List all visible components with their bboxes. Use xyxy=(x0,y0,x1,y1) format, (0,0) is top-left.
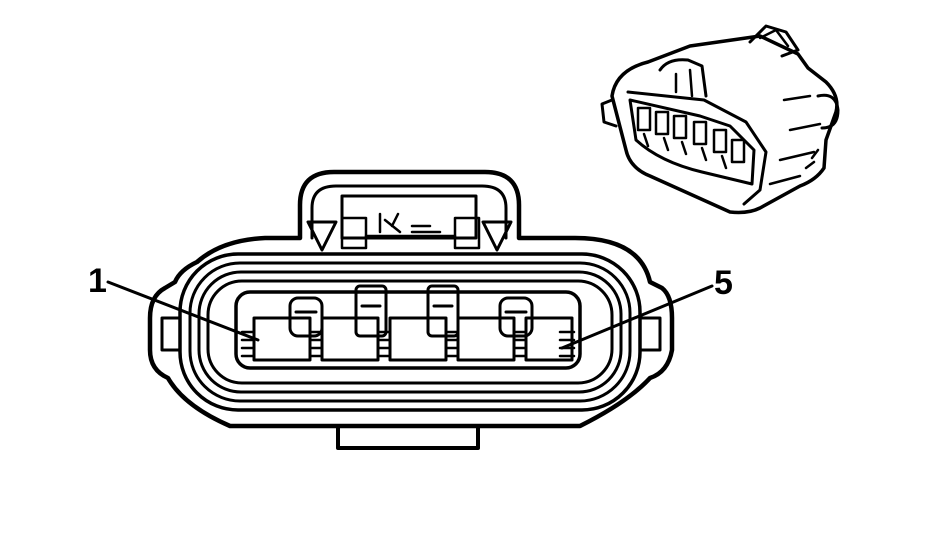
seal-ring-4 xyxy=(206,279,614,385)
iso-latch xyxy=(748,24,800,58)
slot-ribs xyxy=(240,330,576,358)
pin-1-label: 1 xyxy=(88,262,107,300)
terminal-cavity xyxy=(234,290,582,370)
connector-face xyxy=(147,169,675,450)
terminal-keys xyxy=(288,284,534,338)
connector-isometric-view xyxy=(600,24,840,215)
pin-1-leader-line xyxy=(106,280,260,342)
iso-terminal-cells xyxy=(636,106,746,170)
terminal-slot xyxy=(320,316,380,362)
latch-tab-left xyxy=(306,220,338,252)
terminal-slot xyxy=(252,316,312,362)
seal-ring-1 xyxy=(178,252,642,412)
seal-ring-3 xyxy=(197,270,623,394)
iso-side-boss xyxy=(816,93,840,130)
seal-ring-2 xyxy=(188,261,632,403)
ear-left xyxy=(160,316,182,352)
latch-tab-right xyxy=(481,220,513,252)
pin-5-label: 5 xyxy=(714,264,733,302)
iso-cavity xyxy=(628,98,756,186)
bottom-tab xyxy=(336,424,480,450)
pin-5-leader-line xyxy=(560,284,714,350)
terminal-slot xyxy=(388,316,448,362)
iso-body xyxy=(610,34,839,215)
connector-outer-shell xyxy=(147,169,675,429)
terminal-slot xyxy=(456,316,516,362)
ear-right xyxy=(638,316,662,352)
